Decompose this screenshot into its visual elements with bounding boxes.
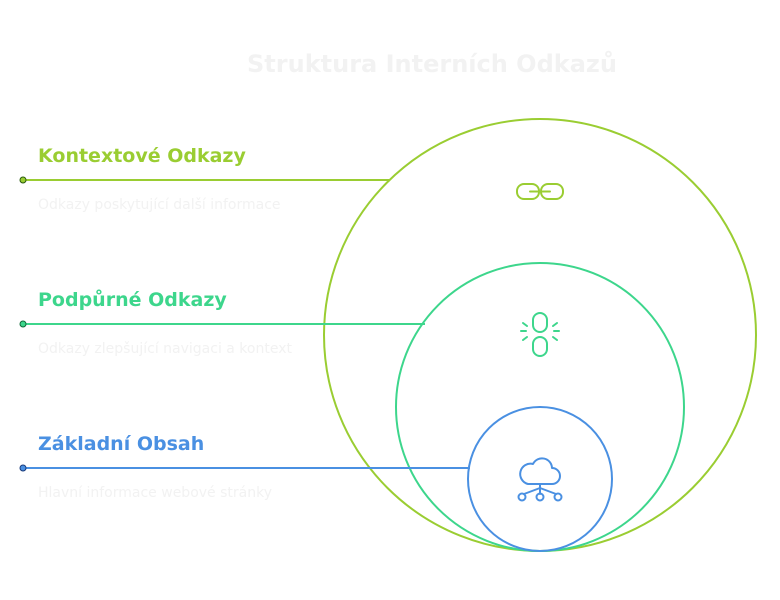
link-icon — [516, 183, 564, 200]
cloud-network-icon — [517, 457, 563, 502]
inner-circle — [467, 406, 613, 552]
layer-description-contextual-links: Odkazy poskytující další informace — [38, 197, 281, 213]
layer-label-supporting-links: Podpůrné Odkazy — [38, 289, 227, 311]
leader-line-outer — [19, 176, 390, 184]
layer-label-contextual-links: Kontextové Odkazy — [38, 145, 246, 167]
layer-description-core-content: Hlavní informace webové stránky — [38, 485, 272, 501]
leader-line-inner — [19, 464, 470, 472]
leader-line-middle — [19, 320, 425, 328]
layer-label-core-content: Základní Obsah — [38, 433, 205, 455]
diagram-title: Struktura Interních Odkazů — [247, 50, 617, 78]
layer-description-supporting-links: Odkazy zlepšující navigaci a kontext — [38, 341, 292, 357]
broken-link-icon — [520, 312, 560, 357]
